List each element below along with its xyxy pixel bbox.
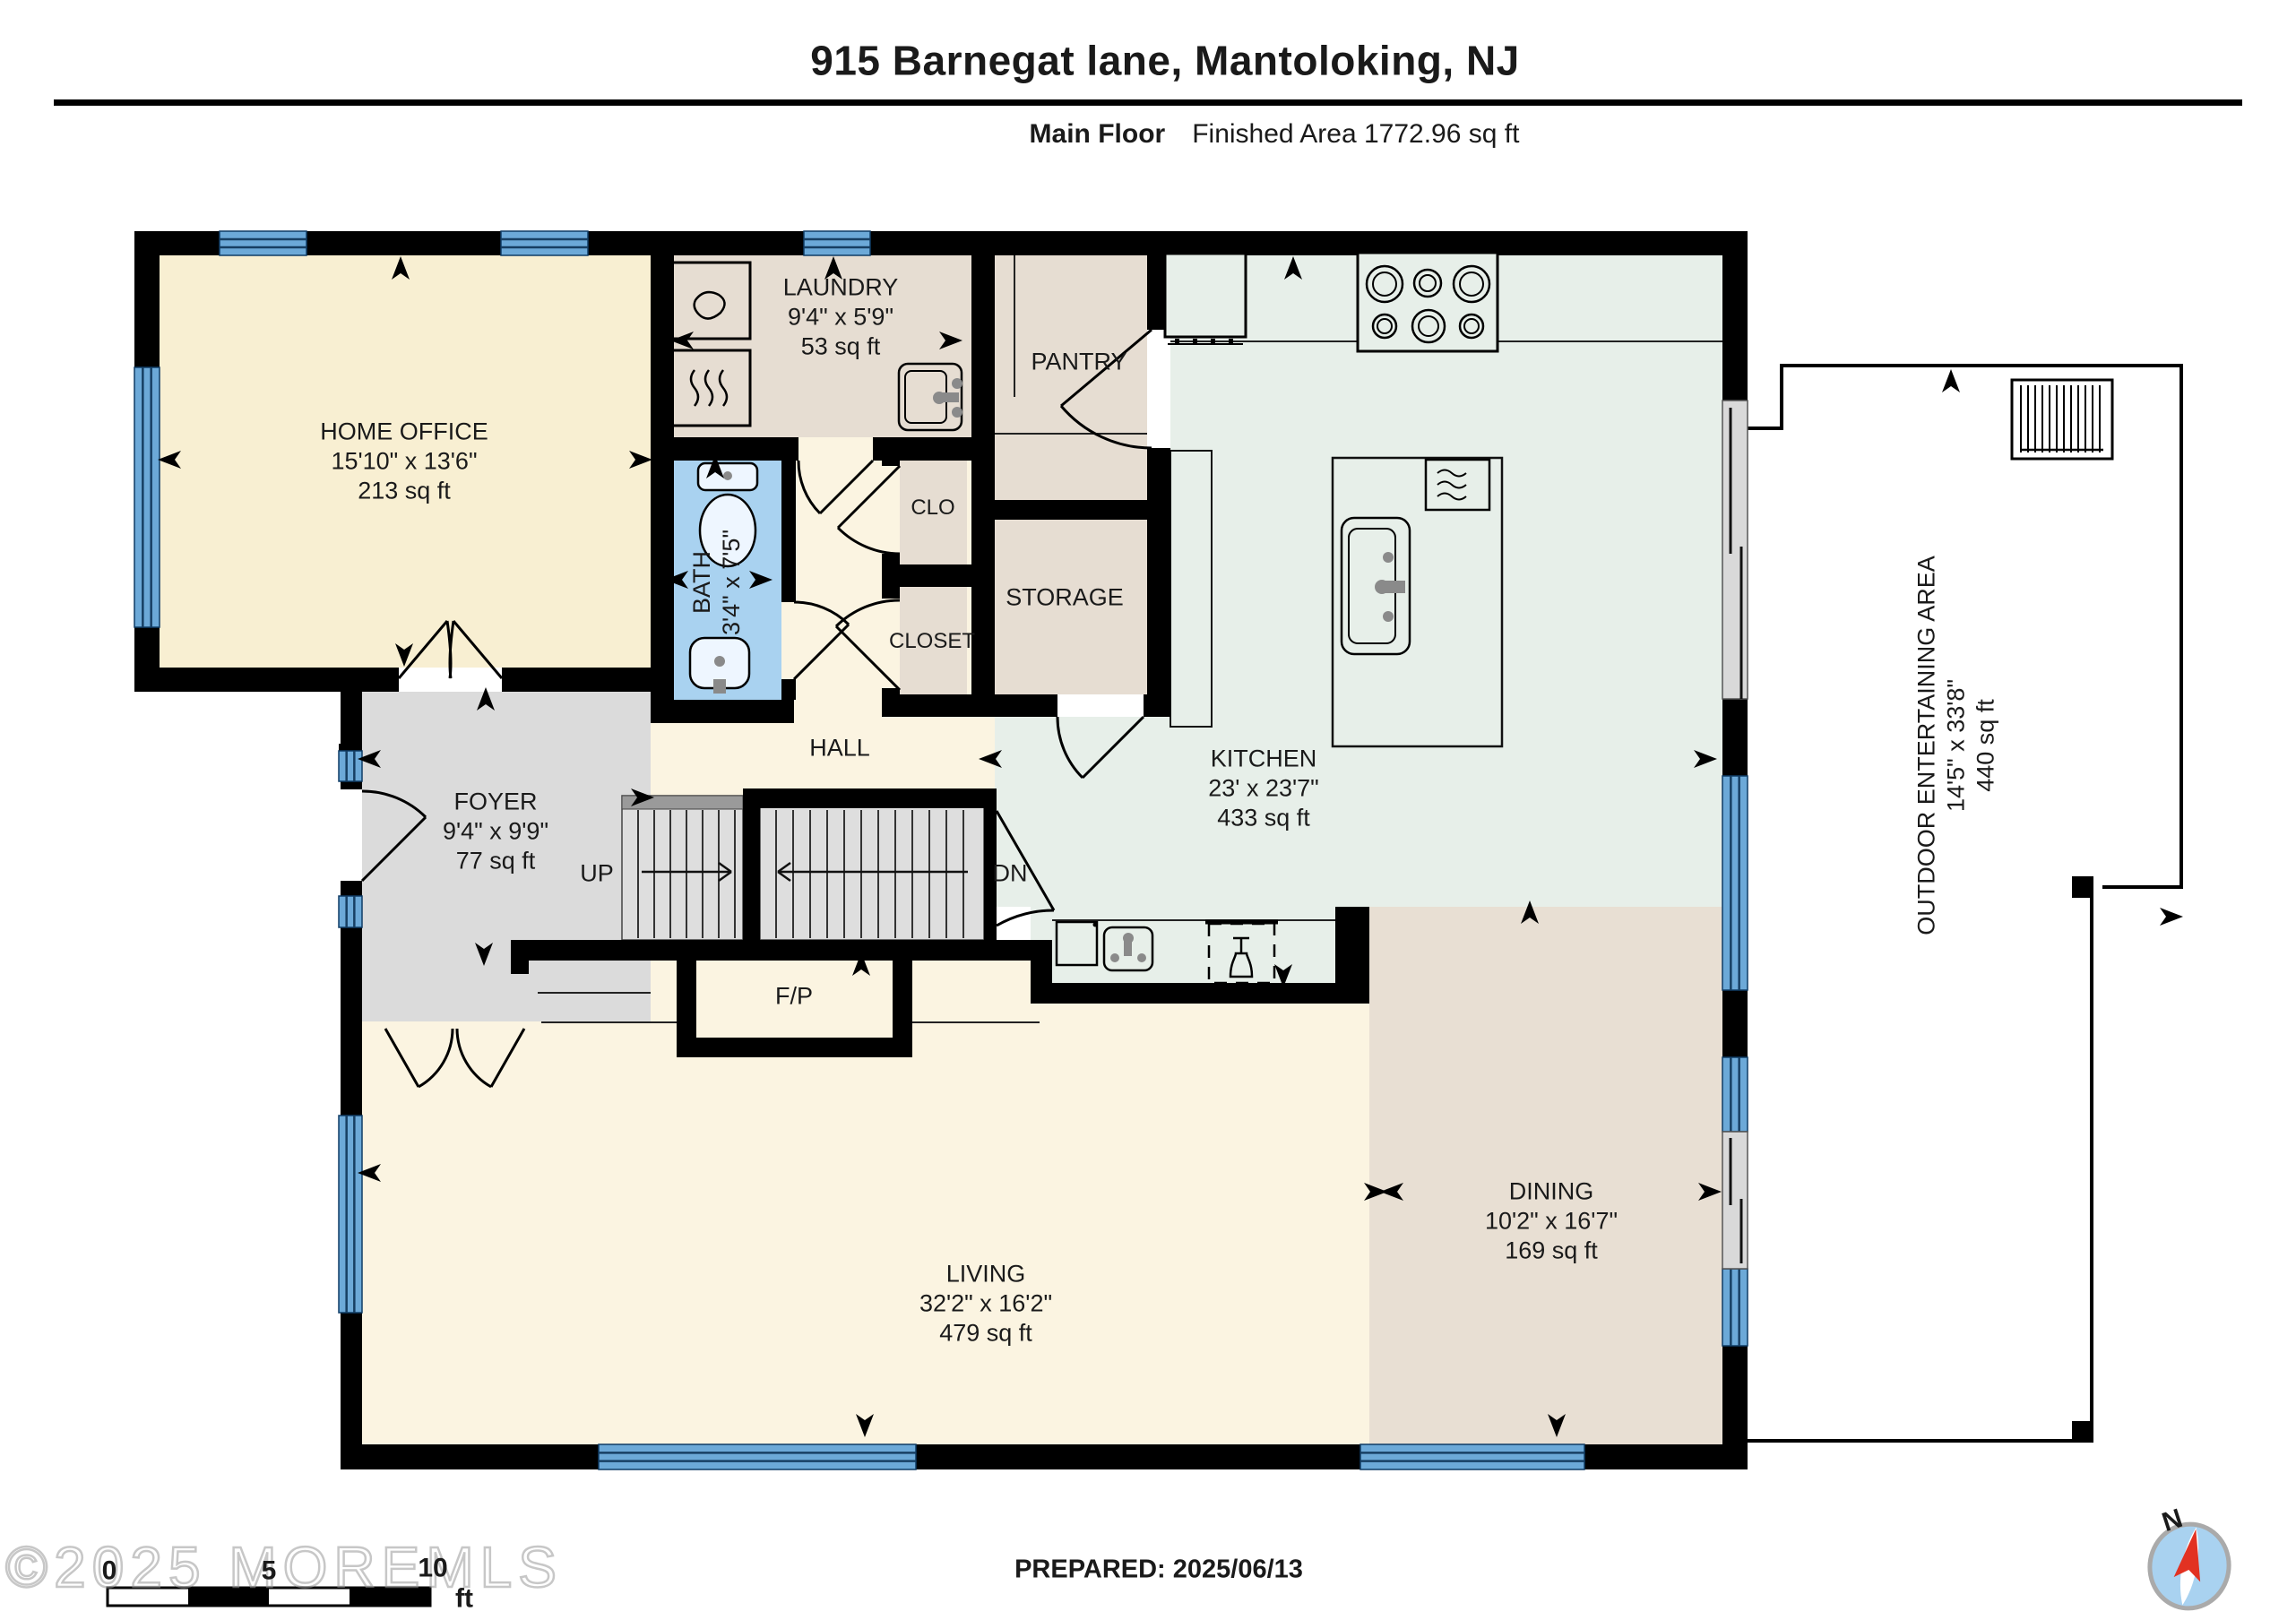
home-office-label: HOME OFFICE 15'10" x 13'6" 213 sq ft <box>320 418 488 504</box>
wine-cooler-icon <box>1205 919 1278 985</box>
window-icon <box>500 230 589 256</box>
home-office-floor <box>160 255 651 668</box>
microwave-icon <box>1424 458 1491 512</box>
outdoor-label: OUTDOOR ENTERTAINING AREA 14'5" x 33'8" … <box>1912 556 1999 935</box>
bath-sink-icon <box>688 636 751 694</box>
stairs-down-label: DN <box>992 859 1028 887</box>
fireplace-label: F/P <box>774 982 814 1010</box>
mls-watermark: ©2025 MOREMLS <box>4 1534 563 1601</box>
clo-floor <box>900 461 967 564</box>
bath-label: BATH 3'4" x 7'5" <box>688 529 745 636</box>
dimension-arrow-icon <box>2160 908 2183 926</box>
window-icon <box>338 750 363 782</box>
washer-icon <box>667 261 752 340</box>
door-swings <box>360 328 1152 1089</box>
dimension-arrow-icon <box>1942 369 1960 392</box>
dining-label: DINING 10'2" x 16'7" 169 sq ft <box>1484 1177 1618 1264</box>
foyer-floor <box>362 692 651 1021</box>
window-icon <box>1359 1443 1585 1470</box>
living-label: LIVING 32'2" x 16'2" 479 sq ft <box>919 1260 1053 1347</box>
deck-post <box>2072 876 2093 898</box>
scale-10: 10 <box>418 1553 448 1583</box>
closet-label: CLOSET <box>888 629 976 653</box>
laundry-sink-icon <box>897 362 963 432</box>
foyer-label: FOYER 9'4" x 9'9" 77 sq ft <box>442 788 549 875</box>
pantry-floor <box>995 255 1147 502</box>
prepared-date: PREPARED: 2025/06/13 <box>1014 1555 1303 1584</box>
dryer-icon <box>667 349 752 427</box>
storage-floor <box>995 520 1147 694</box>
compass-icon <box>2147 1521 2231 1611</box>
island-sink-icon <box>1340 516 1411 656</box>
title-divider <box>54 99 2242 106</box>
laundry-label: LAUNDRY 9'4" x 5'9" 53 sq ft <box>782 273 899 360</box>
dishwasher-icon <box>1055 920 1099 967</box>
stairs-group <box>621 795 985 941</box>
page-title: 915 Barnegat lane, Mantoloking, NJ <box>810 37 1520 84</box>
windows-group <box>134 230 1748 1470</box>
cooktop-icon <box>1356 251 1499 353</box>
kitchen-sink-icon <box>1102 926 1154 972</box>
deck-post <box>2072 1421 2093 1443</box>
floor-subtitle: Main Floor Finished Area 1772.96 sq ft <box>1030 119 1520 150</box>
window-icon <box>598 1443 917 1470</box>
kitchen-island <box>1331 456 1504 748</box>
window-icon <box>219 230 307 256</box>
living-floor <box>362 961 1369 1444</box>
fridge-icon <box>1163 252 1247 345</box>
kitchen-label: KITCHEN 23' x 23'7" 433 sq ft <box>1208 745 1319 832</box>
kitchen-counters <box>1170 450 1504 748</box>
window-icon <box>338 895 363 928</box>
window-icon <box>338 1115 363 1314</box>
deck-stairs-icon <box>2010 378 2114 461</box>
laundry-floor <box>674 255 971 437</box>
window-icon <box>1722 1268 1748 1347</box>
window-icon <box>1722 775 1748 991</box>
window-icon <box>134 366 160 628</box>
scale-unit: ft <box>455 1583 473 1614</box>
scale-5: 5 <box>261 1555 277 1586</box>
clo-label: CLO <box>911 495 955 520</box>
sliding-door-icon <box>1722 400 1748 700</box>
storage-label: STORAGE <box>1006 583 1124 611</box>
sliding-door-icon <box>1722 1131 1748 1270</box>
dining-floor <box>1369 907 1722 1444</box>
window-icon <box>803 230 871 256</box>
finished-area: Finished Area 1772.96 sq ft <box>1192 119 1520 149</box>
deck-outline <box>1748 364 2183 1443</box>
fixtures <box>667 251 1499 985</box>
hall-label: HALL <box>809 734 870 762</box>
window-icon <box>1722 1056 1748 1133</box>
stairs-up-label: UP <box>580 859 614 887</box>
scale-bar <box>106 1586 432 1607</box>
pantry-label: PANTRY <box>1031 348 1127 375</box>
stairs-up <box>621 795 744 941</box>
closet-floor <box>900 587 967 694</box>
floor-name: Main Floor <box>1029 119 1166 149</box>
scale-0: 0 <box>101 1555 117 1586</box>
